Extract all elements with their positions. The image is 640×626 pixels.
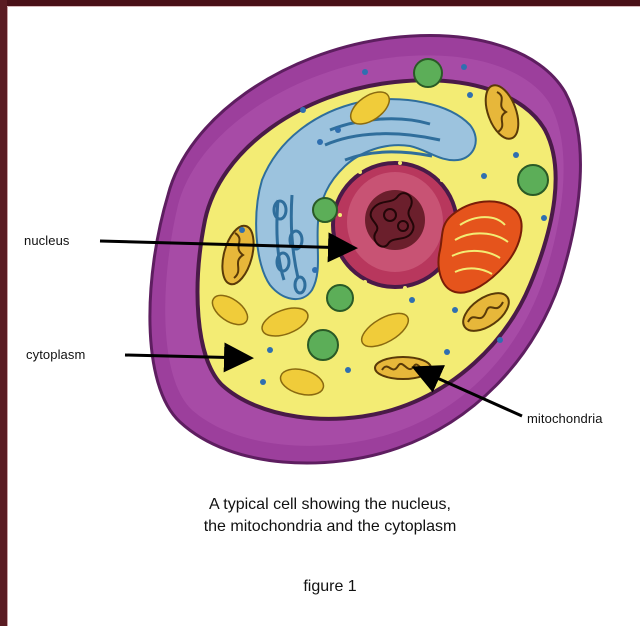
figure-label: figure 1 bbox=[150, 576, 510, 597]
mitochondrion-4 bbox=[375, 357, 431, 379]
nucleus-label: nucleus bbox=[24, 233, 70, 248]
caption-line-2: the mitochondria and the cytoplasm bbox=[150, 516, 510, 537]
mitochondria-label: mitochondria bbox=[527, 411, 603, 426]
cytoplasm-label: cytoplasm bbox=[26, 347, 85, 362]
caption-line-1: A typical cell showing the nucleus, bbox=[150, 494, 510, 515]
